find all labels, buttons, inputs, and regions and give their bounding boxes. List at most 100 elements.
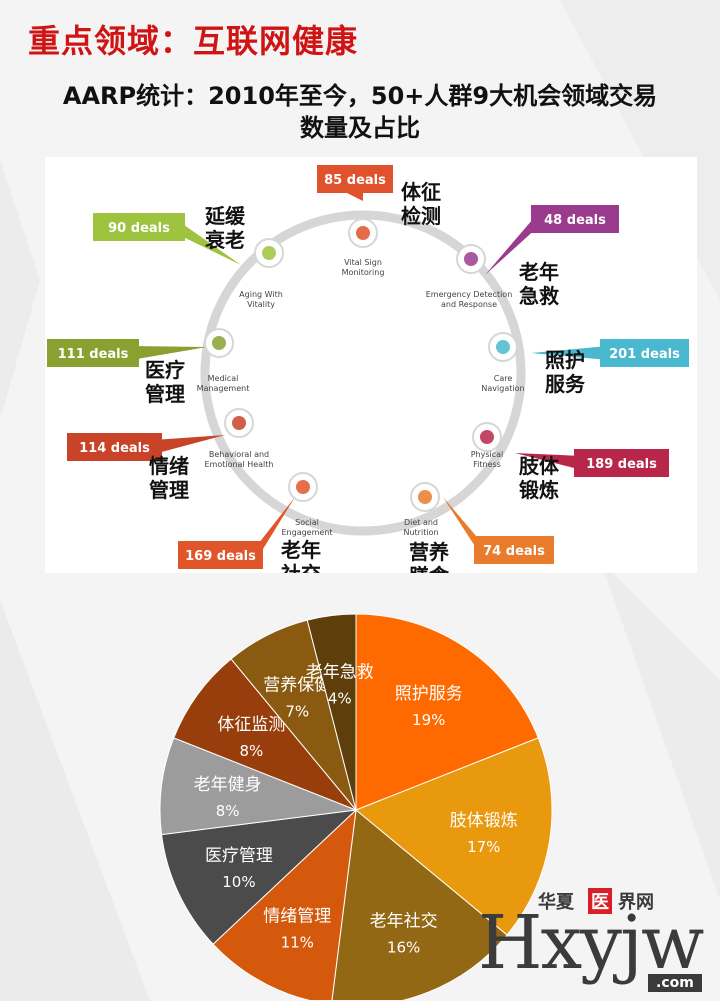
pie-slice (306, 613, 357, 811)
deal-count-label: 111 deals (58, 347, 129, 362)
category-cn-line2: 社交 (280, 562, 321, 573)
ring-circle (200, 210, 526, 536)
category-en-line1: Diet and (404, 518, 438, 527)
callout-pointer (485, 212, 539, 275)
category-cn-line2: 锻炼 (519, 478, 559, 502)
icon-glyph (262, 246, 276, 260)
category-cn-line1: 老年 (281, 538, 321, 562)
category-cn-line1: 营养 (409, 540, 449, 564)
callout-pointer (255, 497, 295, 562)
deal-badge (574, 449, 669, 477)
callout-pointer (531, 346, 608, 360)
pie-slice (160, 809, 358, 945)
slice-label: 老年急救 (306, 663, 374, 683)
slice-label: 体征监测 (217, 715, 285, 735)
category-en-line1: Emergency Detection (426, 290, 513, 299)
deal-count-label: 90 deals (108, 221, 170, 236)
page-title: 重点领域：互联网健康 (28, 22, 359, 60)
deal-badge (600, 339, 689, 367)
subtitle-line-2: 数量及占比 (300, 114, 420, 142)
category-en-line2: Nutrition (403, 528, 438, 537)
pie-slice (159, 737, 357, 836)
deal-badge (178, 541, 263, 569)
category-cn-line1: 医疗 (145, 358, 185, 382)
category-en-line2: and Response (441, 300, 497, 309)
hxyjw-logo: 华夏 医 界网 Hxyjw .com (478, 888, 714, 994)
category-en-line1: Medical (208, 374, 239, 383)
category-cn-line2: 管理 (145, 382, 185, 406)
icon-glyph (212, 336, 226, 350)
slice-percent: 8% (239, 742, 263, 760)
category-cn-line2: 衰老 (204, 228, 245, 252)
icon-glyph (480, 430, 494, 444)
category-cn-line2: 检测 (401, 204, 441, 228)
category-en-line1: Aging With (239, 290, 283, 299)
pie-slice (355, 737, 553, 936)
subtitle-line-1: AARP统计：2010年至今，50+人群9大机会领域交易 (62, 82, 658, 110)
logo-wordmark: Hxyjw (478, 900, 704, 986)
category-en-line2: Monitoring (342, 268, 385, 277)
pie-slice (355, 613, 539, 811)
deal-badge (531, 205, 619, 233)
category-cn-line1: 肢体 (519, 454, 560, 478)
callout-pointer (154, 435, 225, 454)
category-en-line1: Behavioral and (209, 450, 269, 459)
deal-count-label: 85 deals (324, 173, 386, 188)
category-cn-line1: 延缓 (204, 204, 246, 228)
pie-slice (173, 658, 357, 811)
category-cn-line2: 急救 (519, 284, 559, 308)
pie-slice (212, 808, 357, 1000)
slice-percent: 4% (328, 690, 352, 708)
category-en-line2: Emotional Health (204, 460, 273, 469)
category-en-line2: Navigation (481, 384, 524, 393)
deal-badge (67, 433, 162, 461)
logo-text-left: 华夏 (538, 892, 574, 913)
pie-chart: 照护服务19%肢体锻炼17%老年社交16%情绪管理11%医疗管理10%老年健身8… (159, 613, 553, 1000)
icon-glyph (356, 226, 370, 240)
callout-pointer (515, 453, 582, 470)
slice-label: 情绪管理 (263, 906, 331, 926)
slice-percent: 7% (285, 703, 309, 721)
deal-count-label: 201 deals (609, 347, 680, 362)
deal-item-5: 169 dealsSocialEngagement老年社交 (178, 472, 333, 586)
slice-percent: 16% (387, 938, 420, 956)
category-cn-line1: 情绪 (149, 454, 189, 478)
slice-label: 老年健身 (194, 775, 262, 795)
category-cn-line1: 体征 (401, 180, 441, 204)
deal-count-label: 48 deals (544, 213, 606, 228)
callout-pointer (347, 193, 363, 201)
logo-text-right: 界网 (618, 892, 654, 913)
slice-percent: 8% (216, 802, 240, 820)
deal-badge (93, 213, 185, 241)
slice-label: 医疗管理 (205, 846, 273, 866)
pie-slice (331, 809, 508, 1000)
deal-count-label: 114 deals (79, 441, 150, 456)
callout-pointer (177, 220, 241, 265)
slice-percent: 19% (412, 711, 445, 729)
slice-percent: 10% (222, 873, 255, 891)
icon-glyph (418, 490, 432, 504)
category-cn-line2: 管理 (149, 478, 189, 502)
deal-badge (47, 339, 139, 367)
slice-label: 营养保健 (263, 676, 331, 696)
category-cn-line1: 照护 (545, 348, 585, 372)
deal-count-label: 74 deals (483, 544, 545, 559)
slice-label: 老年社交 (370, 911, 438, 931)
deal-count-label: 189 deals (586, 457, 657, 472)
callout-pointer (131, 346, 207, 360)
slice-label: 肢体锻炼 (450, 811, 518, 831)
icon-glyph (232, 416, 246, 430)
deal-count-label: 169 deals (185, 549, 256, 564)
category-en-line1: Vital Sign (344, 258, 382, 267)
slice-percent: 11% (281, 933, 314, 951)
icon-glyph (496, 340, 510, 354)
slice-label: 照护服务 (395, 684, 463, 704)
